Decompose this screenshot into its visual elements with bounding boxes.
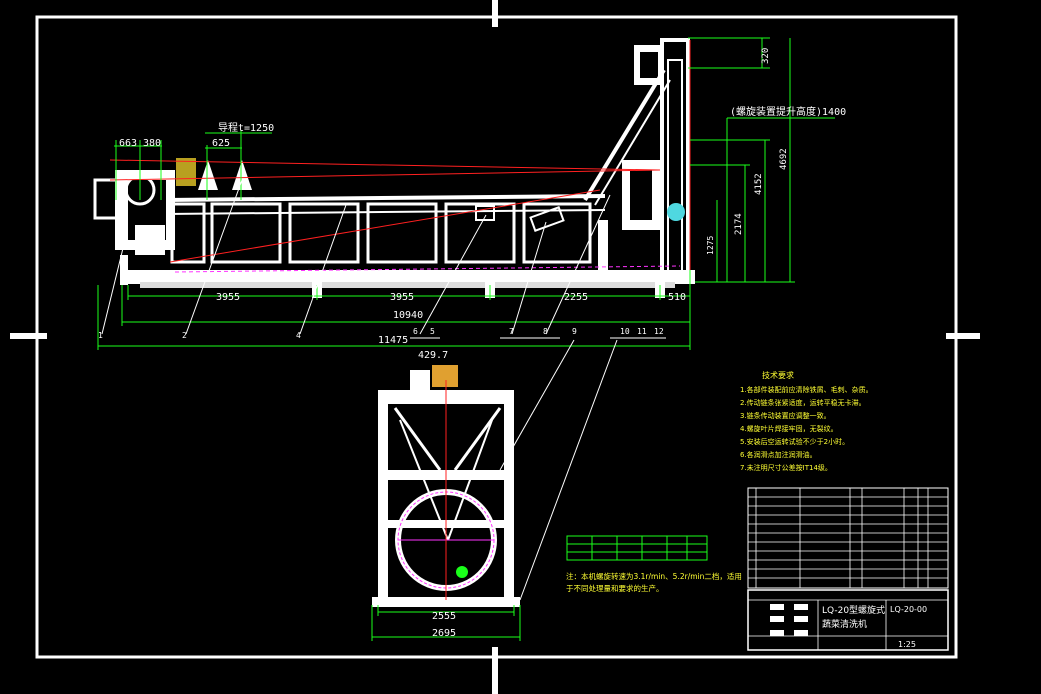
tech-req-line-6: 6.各润滑点加注润滑油。 — [740, 450, 817, 459]
part-number-11: 11 — [637, 327, 647, 336]
dim-4152: 4152 — [754, 173, 764, 195]
dim-seg1: 3955 — [216, 292, 240, 303]
dim-429: 429.7 — [418, 350, 448, 361]
part-number-9: 9 — [572, 327, 577, 336]
dim-total1: 10940 — [393, 310, 423, 321]
title-line-1: LQ-20型螺旋式 — [822, 604, 885, 616]
tech-req-line-4: 4.螺旋叶片焊接牢固，无裂纹。 — [740, 424, 838, 433]
tech-req-line-1: 1.各部件装配前应清除铁屑、毛刺、杂质。 — [740, 385, 873, 394]
dim-380: 380 — [143, 138, 161, 149]
tech-req-line-3: 3.链条传动装置应调整一致。 — [740, 411, 831, 420]
dim-seg2: 3955 — [390, 292, 414, 303]
title-line-2: 蔬菜清洗机 — [822, 618, 867, 630]
dim-seg3: 2255 — [564, 292, 588, 303]
end-view — [371, 365, 521, 641]
dim-1275: 1275 — [706, 236, 715, 255]
tech-req-line-7: 7.未注明尺寸公差按IT14级。 — [740, 463, 832, 472]
tech-req-title: 技术要求 — [762, 370, 794, 380]
speed-table — [566, 535, 708, 561]
dim-end-2555: 2555 — [432, 611, 456, 622]
drawing-scale: 1:25 — [898, 640, 916, 649]
part-number-8: 8 — [543, 327, 548, 336]
dim-pitch: 导程t=1250 — [218, 122, 274, 134]
dim-end-2695: 2695 — [432, 628, 456, 639]
speed-note-line-2: 于不同处理量和要求的生产。 — [566, 583, 664, 593]
part-number-10: 10 — [620, 327, 630, 336]
part-number-6: 6 — [413, 327, 418, 336]
part-number-2: 2 — [182, 331, 187, 340]
part-number-1: 1 — [98, 331, 103, 340]
dim-4692: 4692 — [779, 148, 789, 170]
dim-320: 320 — [761, 48, 771, 64]
dim-663: 663 — [119, 138, 137, 149]
part-number-4: 4 — [296, 331, 301, 340]
drawing-number: LQ-20-00 — [890, 605, 927, 614]
tech-req-line-5: 5.安装后空运转试验不少于2小时。 — [740, 437, 849, 446]
dim-2174: 2174 — [734, 213, 744, 235]
part-number-7: 7 — [509, 327, 514, 336]
bom-table — [747, 487, 949, 589]
speed-note-line-1: 注：本机螺旋转速为3.1r/min、5.2r/min二档，适用 — [566, 571, 742, 581]
title-block — [747, 589, 949, 651]
tech-req-line-2: 2.传动链条张紧适度，运转平稳无卡滞。 — [740, 398, 866, 407]
dim-total2: 11475 — [378, 335, 408, 346]
part-number-12: 12 — [654, 327, 664, 336]
part-number-5: 5 — [430, 327, 435, 336]
dim-lift: (螺旋装置提升高度)1400 — [730, 105, 846, 118]
dim-625: 625 — [212, 138, 230, 149]
side-view — [93, 37, 835, 601]
dim-seg4: 510 — [668, 292, 686, 303]
